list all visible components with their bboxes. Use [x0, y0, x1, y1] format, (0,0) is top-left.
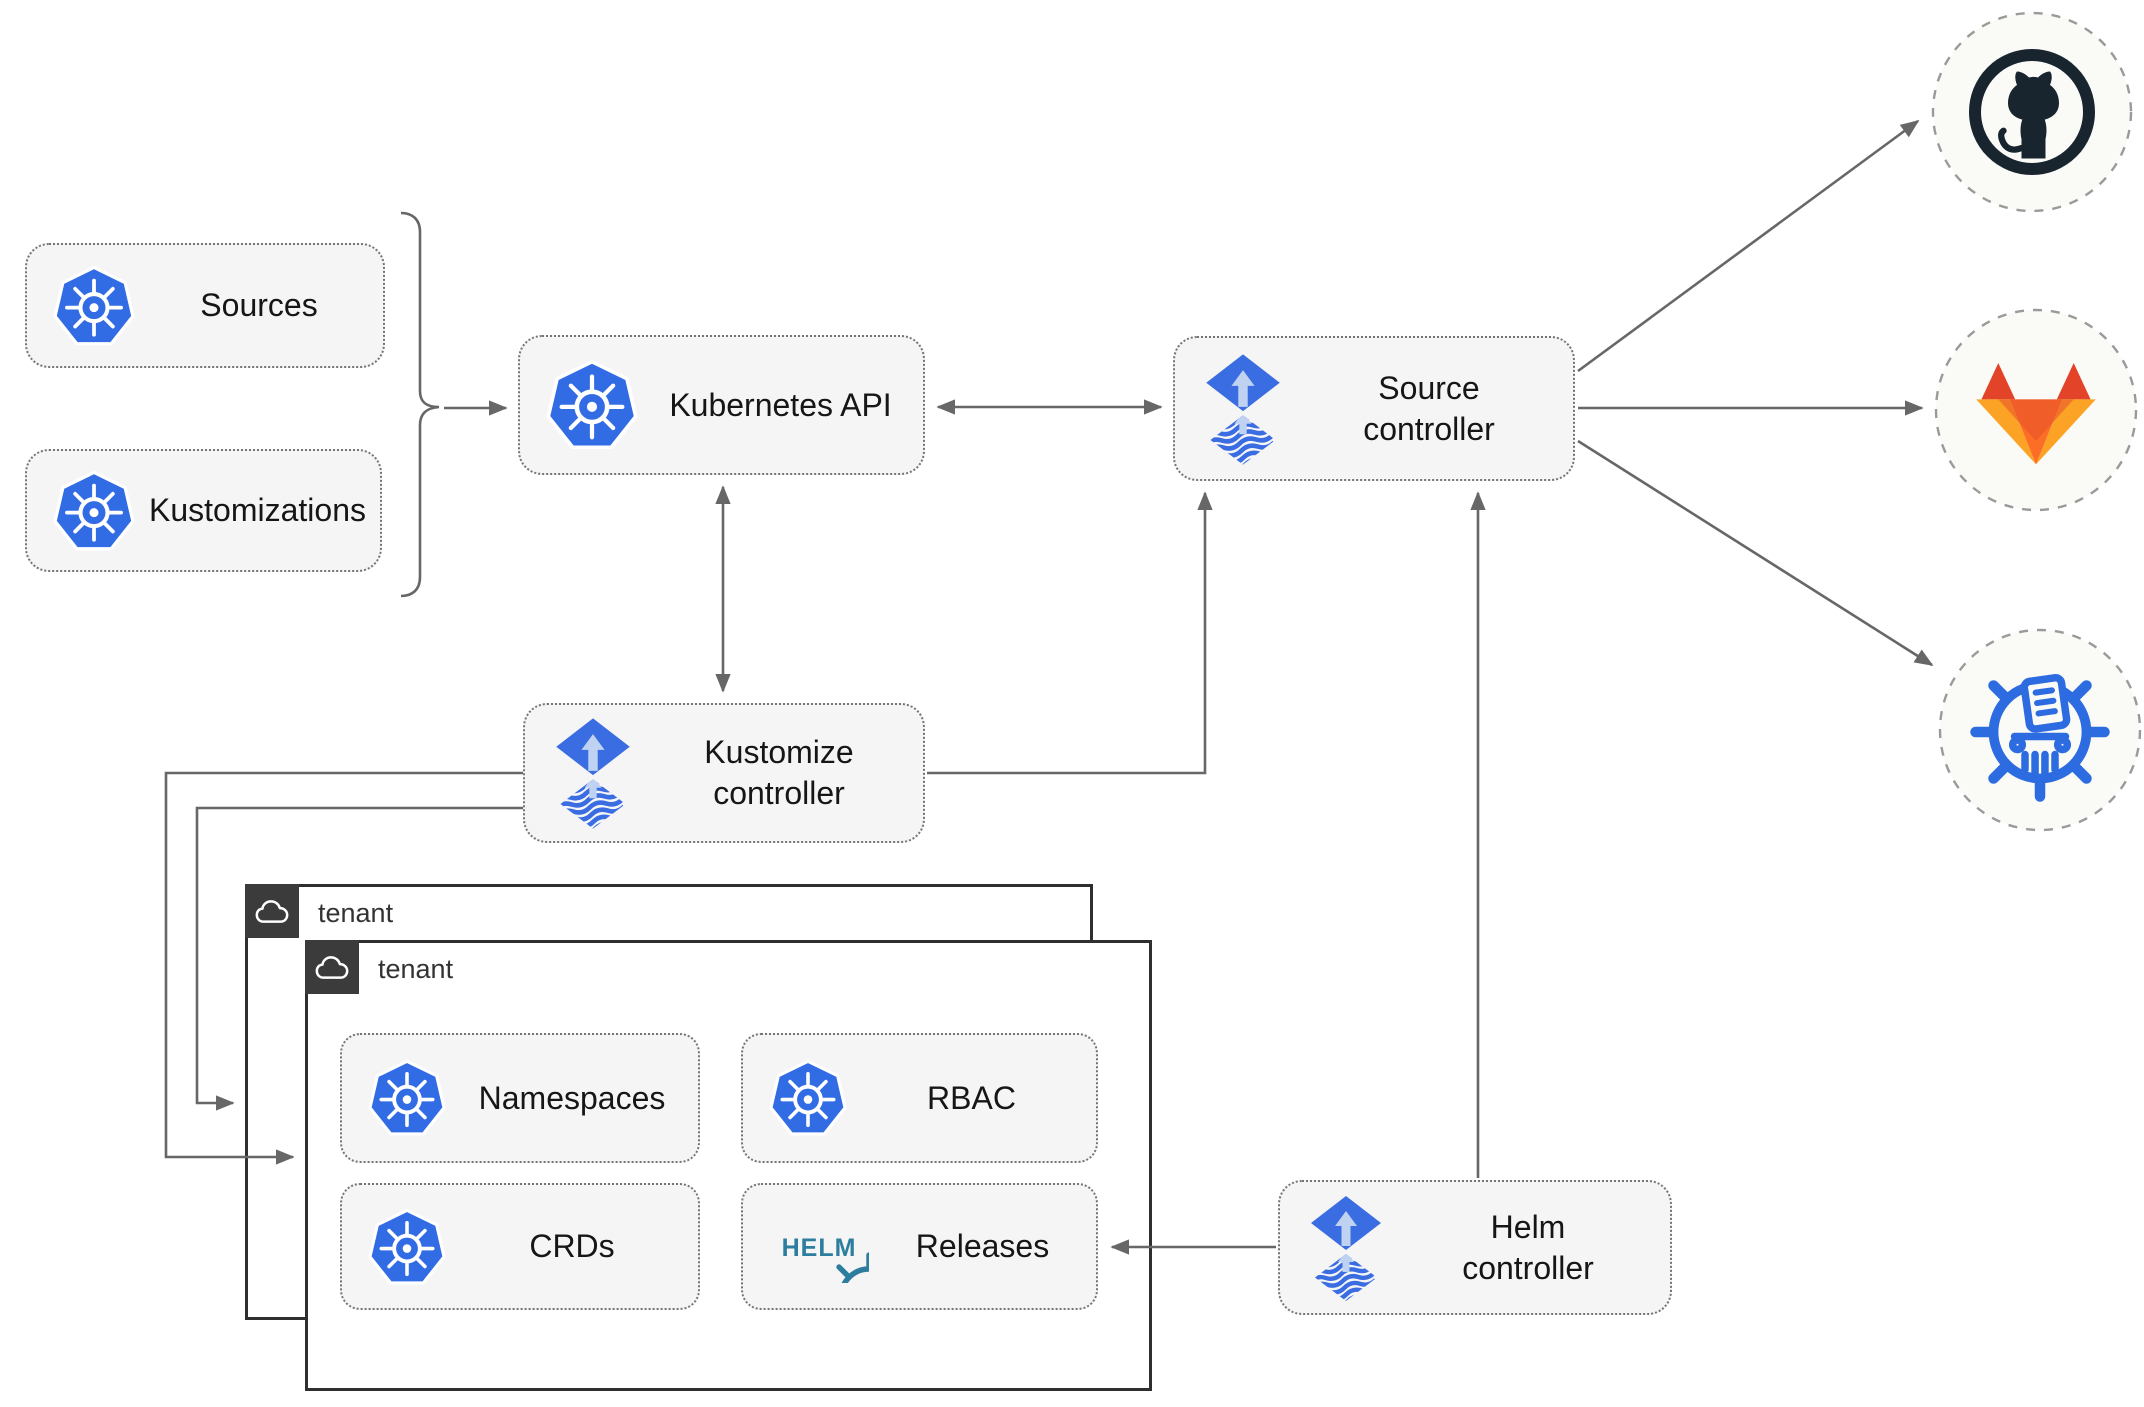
node-rbac: RBAC: [741, 1033, 1098, 1163]
kubernetes-icon: [769, 1059, 847, 1137]
node-kustomize-controller: Kustomize controller: [523, 703, 925, 843]
node-kustomizations: Kustomizations: [25, 449, 382, 572]
node-kubernetes-api: Kubernetes API: [518, 335, 925, 475]
kubernetes-icon: [53, 265, 135, 347]
github-octocat-icon: [1969, 49, 2095, 175]
source-controller-label: Source controller: [1363, 369, 1495, 447]
node-sources: Sources: [25, 243, 385, 368]
helm-controller-label: Helm controller: [1462, 1208, 1594, 1286]
crds-label: CRDs: [529, 1228, 615, 1265]
kubernetes-icon: [368, 1208, 446, 1286]
flux-icon: [1306, 1192, 1386, 1304]
cloud-icon: [254, 898, 290, 925]
node-namespaces: Namespaces: [340, 1033, 700, 1163]
brace-sources-group: [400, 211, 440, 598]
edge-source-controller-to-registry: [1577, 439, 1934, 667]
releases-label: Releases: [915, 1228, 1050, 1265]
registry-node: [1938, 628, 2142, 832]
kubernetes-icon: [368, 1059, 446, 1137]
cloud-icon: [314, 954, 350, 981]
github-node: [1931, 11, 2133, 213]
rbac-label: RBAC: [927, 1079, 1016, 1116]
edge-kustomize-controller-to-source-controller: [927, 491, 1213, 775]
kustomize-controller-label: Kustomize controller: [704, 734, 854, 811]
node-helm-controller: Helm controller: [1278, 1180, 1672, 1315]
flux-icon: [551, 715, 635, 831]
helm-wordmark: HELM: [782, 1234, 857, 1262]
gitlab-tanuki-icon: [1976, 363, 2096, 465]
node-crds: CRDs: [340, 1183, 700, 1310]
helm-icon: HELM: [782, 1234, 869, 1297]
tenant-outer-label: tenant: [318, 898, 394, 928]
gitlab-node: [1934, 308, 2138, 512]
tenant-inner-tab: [305, 940, 359, 994]
container-registry-icon: [1970, 674, 2110, 802]
node-source-controller: Source controller: [1173, 336, 1575, 481]
sources-label: Sources: [200, 287, 318, 324]
flux-icon: [1201, 350, 1285, 468]
edge-source-controller-to-github: [1577, 119, 1920, 373]
kubernetes-icon: [546, 359, 638, 451]
node-releases: HELM Releases: [741, 1183, 1098, 1310]
kubernetes-icon: [53, 470, 135, 552]
tenant-inner-label: tenant: [378, 954, 454, 984]
kustomizations-label: Kustomizations: [149, 492, 366, 529]
tenant-inner-box: tenant: [305, 940, 1152, 1391]
namespaces-label: Namespaces: [478, 1079, 666, 1116]
tenant-outer-tab: [245, 884, 299, 938]
kubernetes-api-label: Kubernetes API: [669, 386, 892, 423]
